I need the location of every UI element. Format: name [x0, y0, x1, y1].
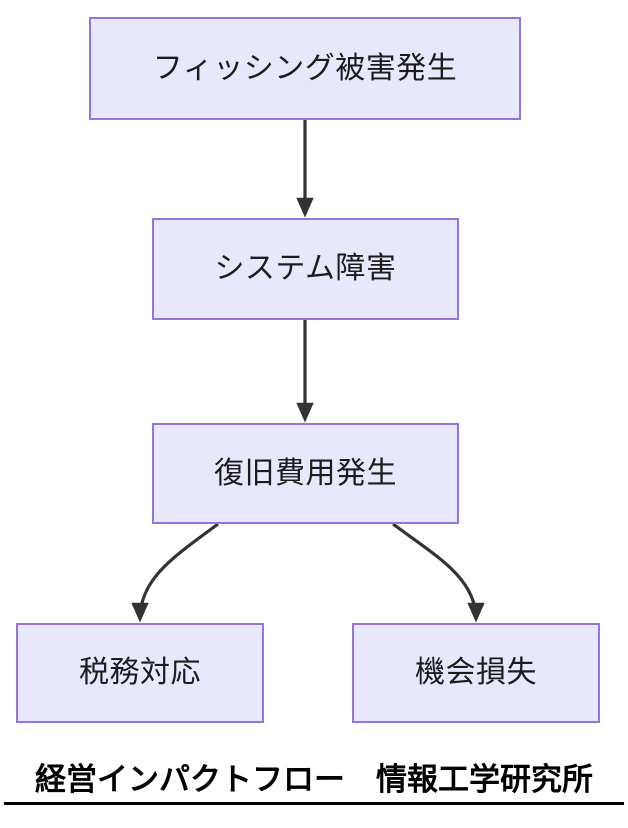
caption-underline: [4, 801, 624, 805]
node-opportunity-loss[interactable]: 機会損失: [352, 623, 600, 723]
node-system-failure-label: システム障害: [214, 252, 397, 285]
node-recovery-cost-label: 復旧費用発生: [214, 456, 397, 490]
node-tax-response[interactable]: 税務対応: [16, 623, 264, 723]
node-phishing[interactable]: フィッシング被害発生: [89, 17, 521, 120]
edge-recovery-cost-to-tax-response: [131, 522, 219, 623]
edge-recovery-cost-to-opportunity-loss: [392, 522, 485, 623]
diagram-caption-text: 経営インパクトフロー 情報工学研究所: [35, 762, 593, 797]
node-phishing-label: フィッシング被害発生: [152, 51, 458, 85]
diagram-caption: 経営インパクトフロー 情報工学研究所: [0, 762, 628, 805]
node-system-failure[interactable]: システム障害: [152, 218, 459, 320]
node-opportunity-loss-label: 機会損失: [415, 656, 537, 689]
node-recovery-cost[interactable]: 復旧費用発生: [152, 423, 459, 524]
node-tax-response-label: 税務対応: [79, 656, 201, 689]
